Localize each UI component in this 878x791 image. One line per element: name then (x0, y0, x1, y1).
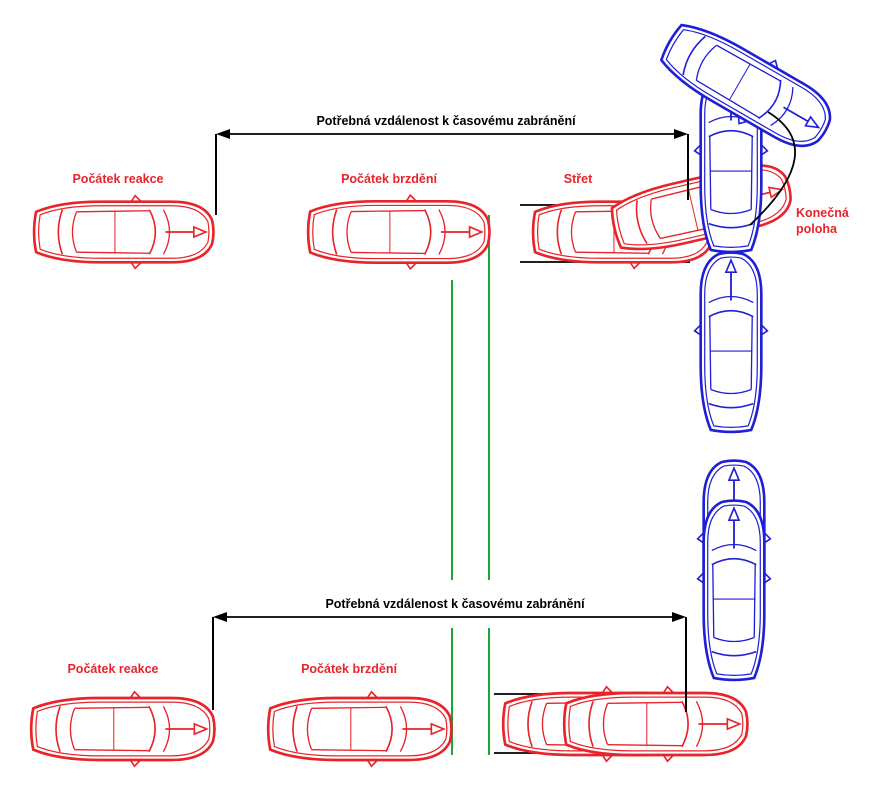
final-position-label-line2: poloha (796, 222, 838, 236)
red-car-stopping-2 (562, 685, 749, 763)
red-car-reaction-start-bottom (29, 690, 216, 768)
blue-car-trajectory (749, 111, 796, 226)
braking-start-label-bottom: Počátek brzdění (301, 662, 397, 676)
final-position-label-line1: Konečná (796, 206, 849, 220)
blue-car-bottom-front (696, 499, 772, 682)
red-car-reaction-start-top (32, 194, 215, 270)
braking-start-label-top: Počátek brzdění (341, 172, 437, 186)
reaction-start-label-top: Počátek reakce (72, 172, 163, 186)
distance-dimension-top (215, 129, 689, 215)
red-car-braking-start-top (306, 193, 491, 271)
reaction-start-label-bottom: Počátek reakce (67, 662, 158, 676)
distance-dimension-bottom (212, 612, 687, 712)
collision-label: Střet (564, 172, 593, 186)
red-car-braking-start-bottom (266, 690, 453, 768)
distance-label-top: Potřebná vzdálenost k časovému zabránění (316, 114, 576, 128)
blue-car-approaching-top (693, 251, 769, 434)
distance-label-bottom: Potřebná vzdálenost k časovému zabránění (325, 597, 585, 611)
